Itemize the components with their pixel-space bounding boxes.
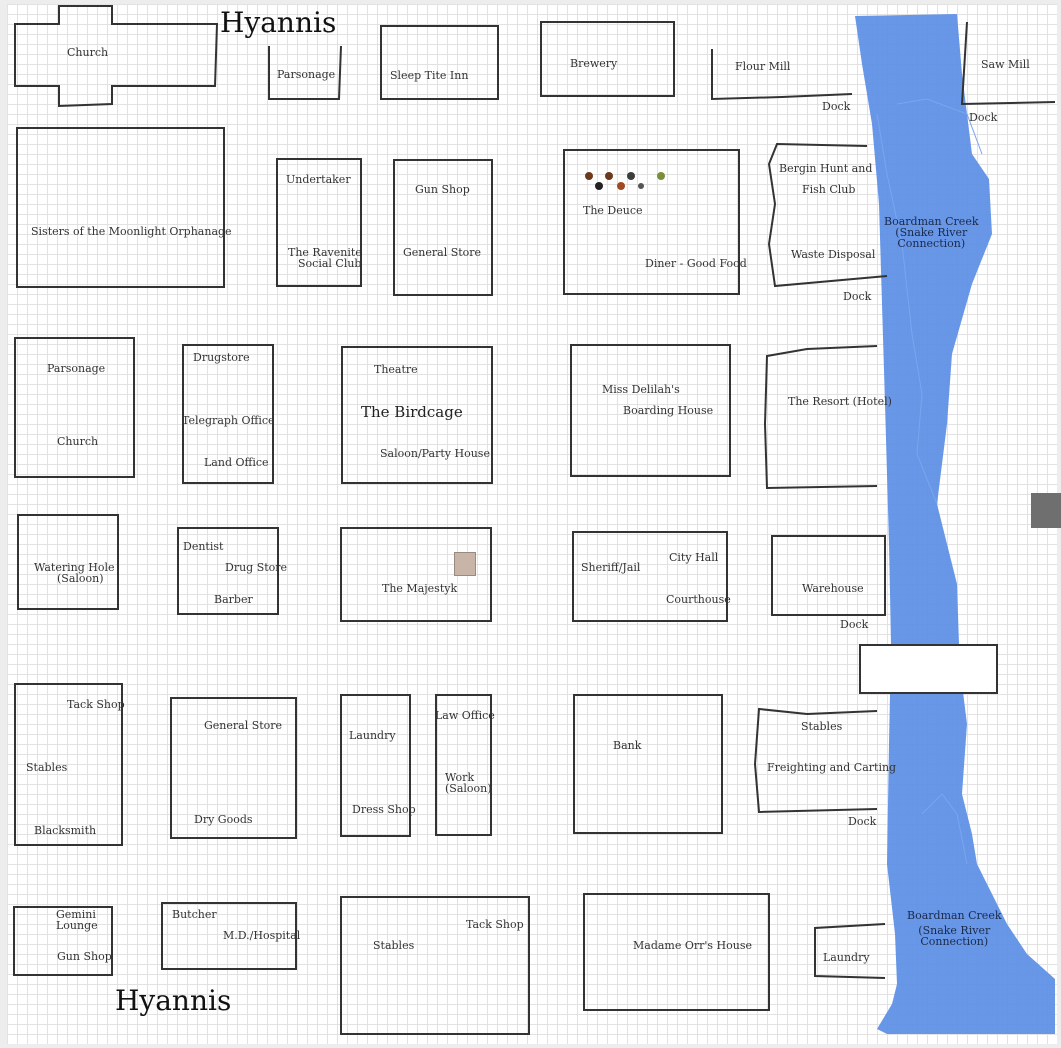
creature-icons — [585, 172, 665, 190]
label-orphanage[interactable]: Sisters of the Moonlight Orphanage — [31, 225, 232, 238]
sleep-tite-inn-outline — [380, 25, 499, 100]
label-creek-top: Boardman Creek (Snake River Connection) — [884, 216, 979, 249]
label-delilah-2[interactable]: Boarding House — [623, 404, 714, 417]
label-dry-goods[interactable]: Dry Goods — [194, 813, 253, 826]
town-map-canvas[interactable]: Hyannis Hyannis Church Parsonage Sleep T… — [7, 4, 1057, 1044]
label-waste-disposal[interactable]: Waste Disposal — [791, 248, 876, 261]
label-saw-mill[interactable]: Saw Mill — [981, 58, 1030, 71]
label-general-store-2[interactable]: General Store — [204, 719, 283, 732]
label-telegraph[interactable]: Telegraph Office — [182, 414, 275, 427]
label-madame-orr[interactable]: Madame Orr's House — [633, 939, 753, 952]
label-creek-bottom: Boardman Creek (Snake River Connection) — [907, 910, 1002, 947]
label-church-2[interactable]: Church — [57, 435, 99, 448]
label-city-hall[interactable]: City Hall — [669, 551, 719, 564]
label-watering-1[interactable]: Watering Hole — [34, 561, 115, 574]
label-ravenite-2[interactable]: Social Club — [298, 257, 362, 270]
label-law-office[interactable]: Law Office — [435, 709, 495, 722]
label-drug-store[interactable]: Drug Store — [225, 561, 288, 574]
label-land-office[interactable]: Land Office — [204, 456, 269, 469]
label-parsonage-top[interactable]: Parsonage — [277, 68, 336, 81]
label-hospital[interactable]: M.D./Hospital — [223, 929, 301, 942]
label-ravenite-1[interactable]: The Ravenite — [288, 246, 362, 259]
label-dock-2: Dock — [969, 111, 998, 124]
label-saloon-party[interactable]: Saloon/Party House — [380, 447, 490, 460]
label-brewery[interactable]: Brewery — [570, 57, 618, 70]
label-dentist[interactable]: Dentist — [183, 540, 224, 553]
map-drawing — [13, 5, 1056, 1035]
label-gun-shop-2[interactable]: Gun Shop — [57, 950, 112, 963]
label-blacksmith[interactable]: Blacksmith — [34, 824, 97, 837]
label-sleep-tite-inn[interactable]: Sleep Tite Inn — [390, 69, 469, 82]
label-stables-1[interactable]: Stables — [26, 761, 68, 774]
label-sheriff[interactable]: Sheriff/Jail — [581, 561, 641, 574]
label-bergin-1[interactable]: Bergin Hunt and — [779, 162, 873, 175]
character-token-image[interactable] — [454, 552, 476, 576]
map-title-bottom: Hyannis — [115, 984, 232, 1017]
label-freighting[interactable]: Freighting and Carting — [767, 761, 897, 774]
label-diner[interactable]: Diner - Good Food — [645, 257, 747, 270]
label-gemini-1[interactable]: Gemini — [56, 908, 96, 921]
label-theatre[interactable]: Theatre — [374, 363, 418, 376]
label-barber[interactable]: Barber — [214, 593, 253, 606]
label-flour-mill[interactable]: Flour Mill — [735, 60, 791, 73]
label-watering-2[interactable]: (Saloon) — [57, 572, 104, 585]
label-drugstore[interactable]: Drugstore — [193, 351, 250, 364]
label-work-1[interactable]: Work — [445, 771, 475, 784]
label-laundry-1[interactable]: Laundry — [349, 729, 396, 742]
label-dock-3: Dock — [843, 290, 872, 303]
label-delilah-1[interactable]: Miss Delilah's — [602, 383, 680, 396]
church-top-outline — [14, 5, 219, 108]
label-warehouse[interactable]: Warehouse — [802, 582, 864, 595]
brewery-outline — [540, 21, 675, 97]
label-dock-4: Dock — [840, 618, 869, 631]
creek-bottom-line-1: Boardman Creek — [907, 909, 1002, 922]
label-resort[interactable]: The Resort (Hotel) — [788, 395, 892, 408]
label-church-top[interactable]: Church — [67, 46, 109, 59]
side-panel-handle[interactable] — [1031, 493, 1061, 528]
creek-top-line-1: Boardman Creek — [884, 215, 979, 228]
label-gemini-2[interactable]: Lounge — [56, 919, 98, 932]
label-bergin-2[interactable]: Fish Club — [802, 183, 856, 196]
label-bank[interactable]: Bank — [613, 739, 642, 752]
label-work-2[interactable]: (Saloon) — [445, 782, 492, 795]
creek-bottom-line-3: Connection) — [920, 935, 989, 948]
label-the-deuce[interactable]: The Deuce — [583, 204, 643, 217]
label-tack-shop-2[interactable]: Tack Shop — [466, 918, 524, 931]
label-undertaker[interactable]: Undertaker — [286, 173, 351, 186]
creek-top-line-2: (Snake River — [895, 226, 968, 239]
label-tack-shop-1[interactable]: Tack Shop — [67, 698, 125, 711]
label-majestyk[interactable]: The Majestyk — [382, 582, 458, 595]
label-general-store-1[interactable]: General Store — [403, 246, 482, 259]
label-stables-3[interactable]: Stables — [373, 939, 415, 952]
boardman-creek-river — [855, 14, 1055, 1034]
label-dress-shop[interactable]: Dress Shop — [352, 803, 416, 816]
creek-top-line-3: Connection) — [897, 237, 966, 250]
label-laundry-2[interactable]: Laundry — [823, 951, 870, 964]
label-dock-1: Dock — [822, 100, 851, 113]
creek-bottom-line-2: (Snake River — [918, 924, 991, 937]
map-title-top: Hyannis — [220, 6, 337, 39]
label-parsonage-2[interactable]: Parsonage — [47, 362, 106, 375]
label-gun-shop[interactable]: Gun Shop — [415, 183, 470, 196]
label-birdcage[interactable]: The Birdcage — [361, 403, 463, 421]
label-butcher[interactable]: Butcher — [172, 908, 217, 921]
label-dock-5: Dock — [848, 815, 877, 828]
label-stables-2[interactable]: Stables — [801, 720, 843, 733]
label-courthouse[interactable]: Courthouse — [666, 593, 731, 606]
